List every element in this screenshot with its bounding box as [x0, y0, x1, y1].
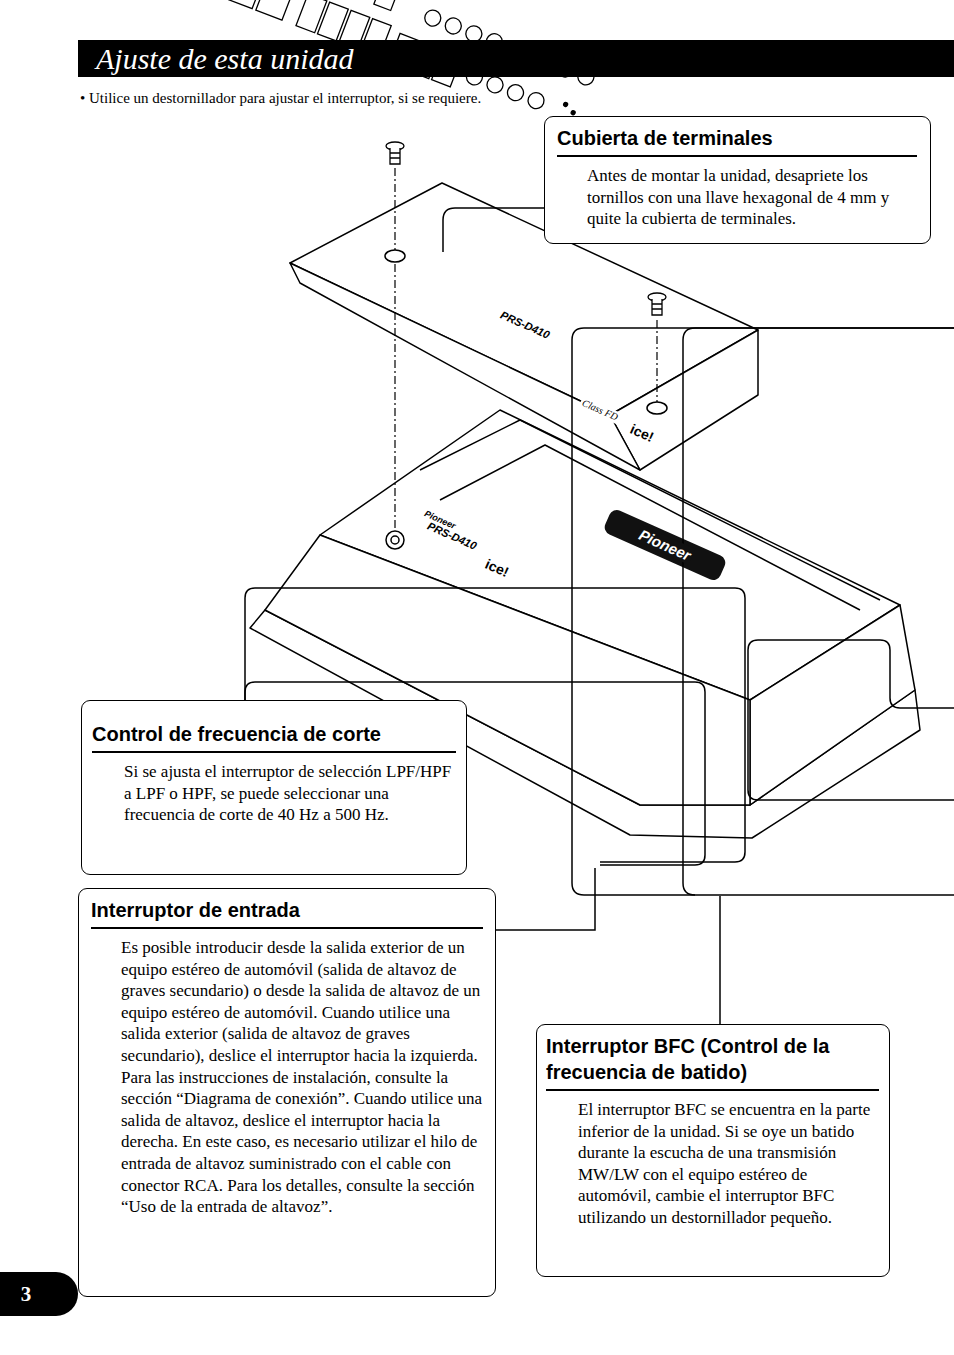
callout-box: Interruptor de entrada Es posible introdu… — [78, 888, 496, 1297]
callout-frame — [748, 640, 954, 800]
callout-body: Antes de montar la unidad, desapriete lo… — [557, 165, 917, 230]
callout-heading: Cubierta de terminales — [557, 125, 917, 157]
callout-heading: Interruptor BFC (Control de la frecuenci… — [546, 1033, 879, 1091]
axis-line — [394, 168, 395, 530]
cover-skirt — [290, 263, 640, 470]
page-number: 3 — [0, 1272, 52, 1316]
note-text: • Utilice un destornillador para ajustar… — [80, 90, 481, 107]
callout-heading: Control de frecuencia de corte — [92, 721, 456, 753]
callout-body: Es posible introducir desde la salida ex… — [91, 937, 483, 1218]
title-bar: Ajuste de esta unidad — [78, 40, 954, 77]
callout-frame — [683, 328, 954, 895]
screw-hole — [385, 250, 405, 262]
led — [571, 110, 576, 115]
callout-body: El interruptor BFC se encuentra en la pa… — [546, 1099, 879, 1229]
switch — [374, 0, 395, 10]
rca-jack — [485, 74, 506, 95]
callout-box: Interruptor BFC (Control de la frecuenci… — [536, 1024, 890, 1277]
leader-line — [719, 896, 721, 1024]
knob — [422, 8, 443, 29]
callout-heading: Interruptor de entrada — [91, 897, 483, 929]
callout-box: Control de frecuencia de corte Si se ajus… — [81, 700, 467, 875]
screw-shank — [652, 299, 662, 315]
screw-hole — [391, 536, 399, 544]
screw-hole — [386, 531, 404, 549]
axis-line — [656, 320, 657, 402]
side-face — [750, 605, 915, 805]
leader-line — [496, 868, 595, 930]
page-tab: 3 — [0, 1272, 78, 1316]
leader-line — [443, 208, 544, 252]
knob — [443, 16, 464, 37]
callout-body: Si se ajusta el interruptor de selección… — [92, 761, 456, 826]
callout-frame — [572, 328, 954, 895]
rca-jack — [505, 82, 526, 103]
screw-shank — [390, 148, 400, 164]
power-terminal — [256, 0, 296, 20]
page-title: Ajuste de esta unidad — [96, 40, 353, 77]
logo-badge — [602, 507, 728, 582]
led — [563, 102, 568, 107]
cover-end — [610, 330, 758, 470]
screw-hole — [647, 402, 667, 414]
callout-box: Cubierta de terminalesAntes de montar la… — [544, 116, 931, 244]
rca-jack — [526, 90, 547, 111]
